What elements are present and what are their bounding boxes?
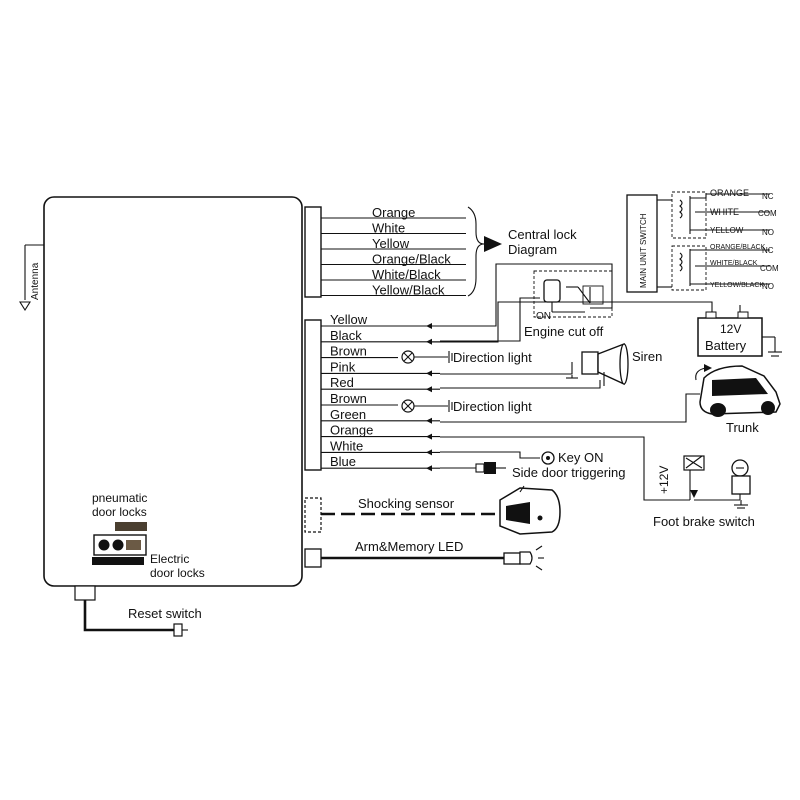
central-lock-line2: Diagram [508,242,557,257]
main-unit-box [43,196,303,587]
relay1-com-label: COM [758,209,777,218]
trunk-label: Trunk [726,420,759,435]
main-wire-group: YellowBlackBrownPinkRedBrownGreenOrangeW… [304,312,440,472]
electric-label-1: Electric [150,552,189,566]
electric-label-2: door locks [150,566,205,580]
pneumatic-label-2: door locks [92,505,147,519]
relay-coil-icon [543,279,561,303]
trunk: Trunk [440,364,781,435]
arrow-icon [484,236,502,252]
siren-icon [581,351,599,375]
lock-connector [304,206,322,298]
lock-wire-label: Yellow [372,236,410,251]
battery-voltage: 12V [720,322,741,336]
central-lock-group: OrangeWhiteYellowOrange/BlackWhite/Black… [304,205,577,298]
relay-box: MAIN UNIT SWITCH ORANGE WHITE YELLOW NC … [626,188,779,293]
relay2-nc-label: NC [762,246,774,255]
relay-box-title: MAIN UNIT SWITCH [639,213,648,288]
wire-arrow-icon [426,338,432,345]
key-on-label: Key ON [558,450,604,465]
lock-wire-label: Orange [372,205,415,220]
direction-light-label-1: Direction light [453,350,532,365]
door-pin-icon [484,462,496,474]
main-wire-label: Pink [330,359,356,374]
main-wire-label: Orange [330,423,373,438]
engine-cut-off: ON Engine cut off [440,263,613,342]
engine-cut-off-label: Engine cut off [524,324,604,339]
shocking-sensor: Shocking sensor [304,485,561,535]
relay2-com-label: COM [760,264,779,273]
main-wire-label: White [330,438,363,453]
relay-white-black-label: WHITE/BLACK [710,260,758,267]
relay-white-label: WHITE [710,207,739,217]
shocking-sensor-label: Shocking sensor [358,496,455,511]
main-wire-label: Brown [330,344,367,359]
siren-label: Siren [632,349,662,364]
main-wire-label: Green [330,407,366,422]
wire-arrow-icon [426,449,432,456]
wire-arrow-icon [426,386,432,393]
relay-orange-black-label: ORANGE/BLACK [710,244,766,251]
relay2-no-label: NO [762,282,774,291]
wire-arrow-icon [426,370,432,377]
main-connector [304,319,322,471]
foot-brake: +12V Foot brake switch [440,436,755,529]
lock-wire-label: White/Black [372,267,441,282]
relay-orange-label: ORANGE [710,188,749,198]
led-icon [503,552,521,565]
reset-switch-label: Reset switch [128,606,202,621]
wire-arrow-icon [426,465,432,472]
relay1-nc-label: NC [762,192,774,201]
direction-light-label-2: Direction light [453,399,532,414]
lock-wire-label: White [372,221,405,236]
direction-light-2: Direction light [401,399,532,414]
wire-arrow-icon [426,417,432,424]
side-door-label: Side door triggering [512,465,625,480]
main-unit: Antenna pneumatic door locks Electric do… [19,196,303,637]
siren: Siren [440,342,662,389]
battery: 12V Battery [430,301,782,357]
main-wire-lines: YellowBlackBrownPinkRedBrownGreenOrangeW… [321,312,440,472]
lock-brace [467,206,485,297]
central-lock-line1: Central lock [508,227,577,242]
lock-wire-lines: OrangeWhiteYellowOrange/BlackWhite/Black… [321,205,466,298]
main-wire-label: Red [330,375,354,390]
plus-12v-label: +12V [657,466,671,494]
lock-wire-label: Orange/Black [372,252,451,267]
main-wire-label: Blue [330,454,356,469]
battery-icon [697,317,763,357]
antenna-label: Antenna [30,262,41,300]
key-side-door: Key ON Side door triggering [440,450,625,480]
direction-light-1: Direction light [401,350,532,365]
main-wire-label: Brown [330,391,367,406]
arm-led-label: Arm&Memory LED [355,539,463,554]
relay-yellow-black-label: YELLOW/BLACK [710,282,764,289]
relay-yellow-label: YELLOW [710,226,744,235]
pneumatic-label-1: pneumatic [92,491,147,505]
main-wire-label: Black [330,328,362,343]
pneumatic-connector [115,522,147,531]
lock-wire-label: Yellow/Black [372,283,445,298]
main-wire-label: Yellow [330,312,368,327]
reset-switch-icon [173,623,183,637]
foot-brake-label: Foot brake switch [653,514,755,529]
relay1-no-label: NO [762,228,774,237]
battery-label: Battery [705,338,747,353]
wire-arrow-icon [426,323,432,329]
arm-memory-led: Arm&Memory LED [304,539,544,571]
antenna-icon [19,301,31,312]
wire-arrow-icon [426,433,432,440]
engine-on-label: ON [536,311,551,322]
